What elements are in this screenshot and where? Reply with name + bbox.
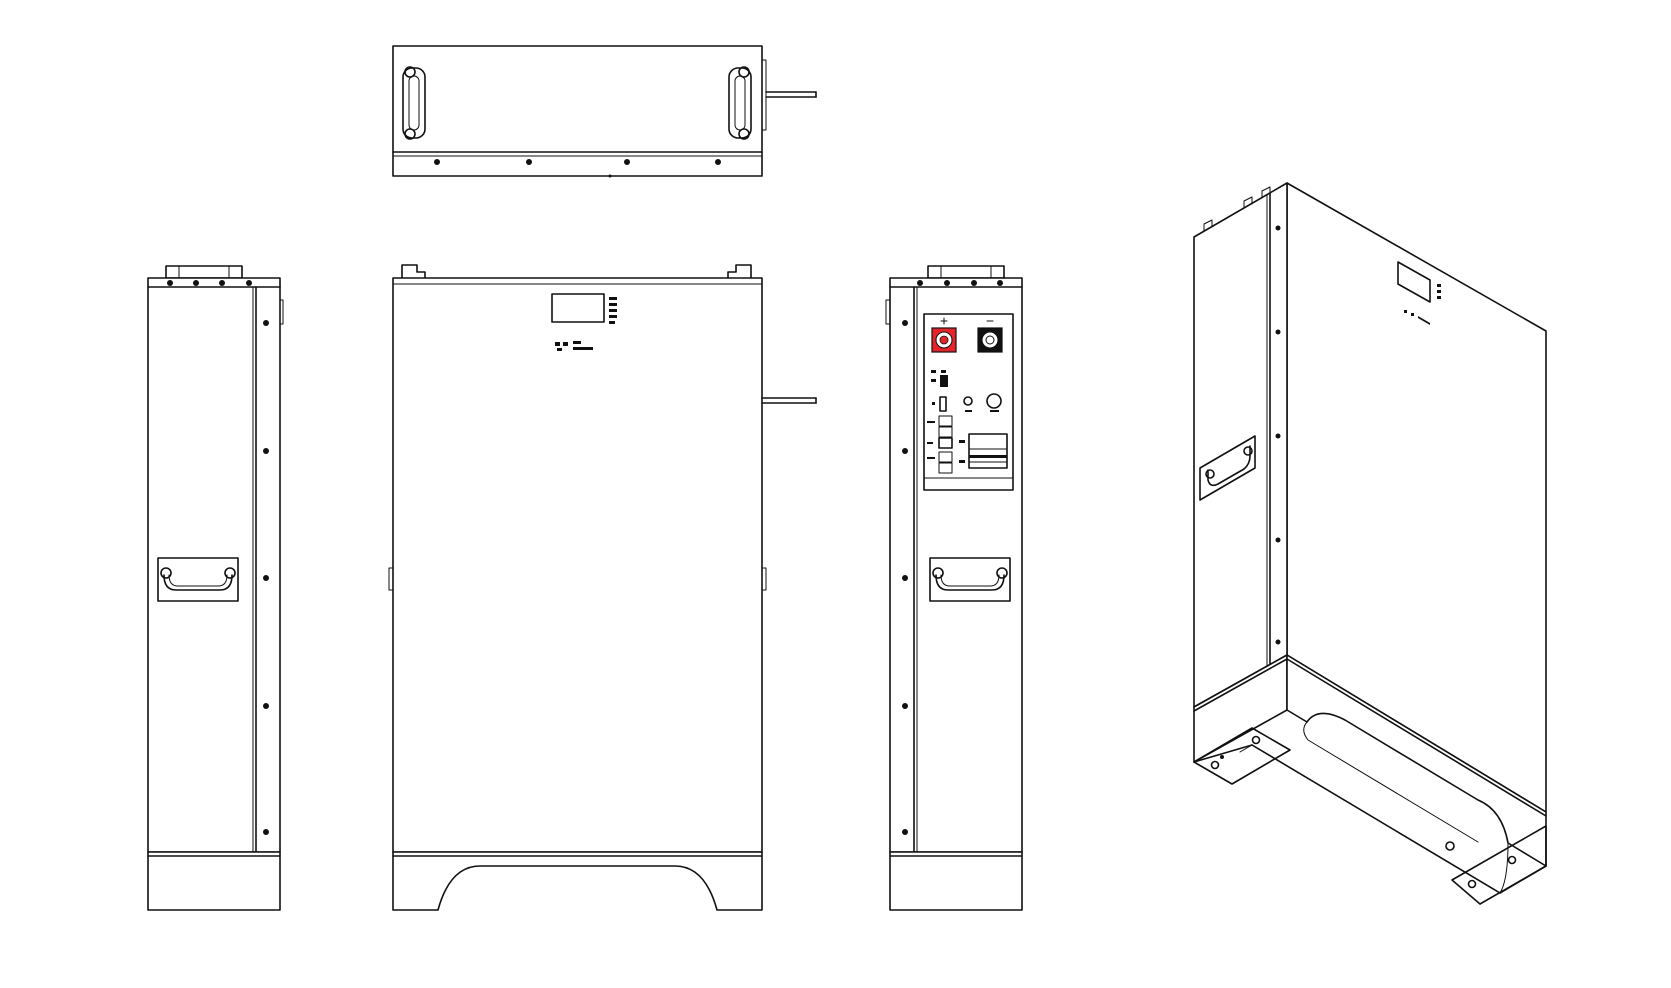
top-left-handle: [402, 66, 426, 140]
top-screw: [434, 159, 440, 165]
right-side-handle: [929, 557, 1011, 602]
front-display-panel: [551, 293, 617, 351]
isometric-handle: [1199, 435, 1256, 501]
control-panel: [923, 313, 1014, 491]
top-view: [392, 45, 817, 178]
left-side-handle: [157, 557, 239, 602]
top-screw: [715, 159, 721, 165]
negative-terminal: [977, 320, 1003, 353]
top-right-handle: [728, 66, 752, 140]
isometric-view: [1193, 182, 1547, 905]
front-view: [388, 264, 817, 911]
right-side-view: [885, 265, 1023, 911]
top-screw: [624, 159, 630, 165]
top-screw: [526, 159, 532, 165]
left-side-view: [147, 265, 284, 911]
positive-terminal: [931, 317, 957, 353]
isometric-feet: [1193, 727, 1547, 905]
